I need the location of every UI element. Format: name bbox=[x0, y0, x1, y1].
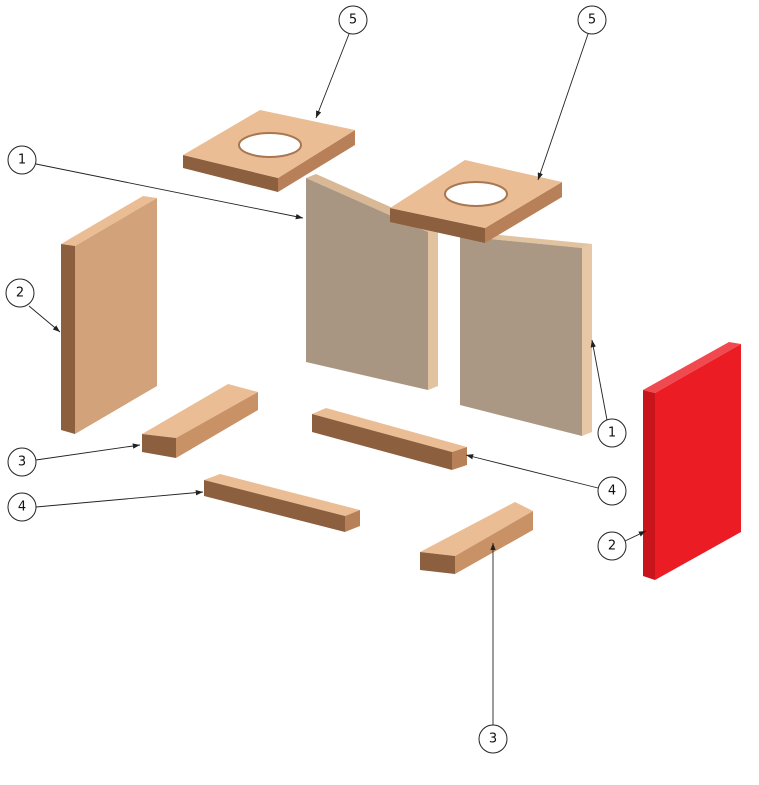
bottom-block-top bbox=[420, 502, 533, 556]
mid-left-panel-face bbox=[306, 178, 428, 390]
left-short-block bbox=[142, 384, 258, 458]
leader-top-left bbox=[315, 33, 350, 119]
left-rail-end bbox=[345, 510, 360, 532]
middle-rail-front bbox=[312, 414, 452, 470]
balloon-left-panel: 2 bbox=[5, 278, 35, 308]
balloon-label: 4 bbox=[18, 500, 26, 515]
top-plate-left-side bbox=[278, 130, 355, 192]
left-rail bbox=[204, 474, 360, 532]
red-panel-face bbox=[655, 344, 741, 580]
leader-left-rail bbox=[35, 489, 204, 508]
balloon-label: 3 bbox=[18, 455, 26, 470]
left-panel-side-edge bbox=[61, 244, 75, 434]
mid-right-panel-side-edge bbox=[582, 244, 592, 436]
leader-right-panel-one bbox=[590, 339, 608, 421]
left-panel-face bbox=[75, 198, 157, 434]
balloon-right-rail: 4 bbox=[597, 476, 627, 506]
mid-right-panel-face bbox=[460, 236, 582, 436]
top-plate-right bbox=[390, 160, 562, 243]
bottom-block-end bbox=[420, 552, 455, 574]
red-panel-side-edge bbox=[643, 390, 655, 580]
mid-left-panel-side-edge bbox=[428, 228, 438, 390]
leader-lines bbox=[28, 33, 647, 725]
balloon-top-right: 5 bbox=[577, 5, 607, 35]
balloon-label: 2 bbox=[608, 539, 616, 554]
balloon-red-panel: 2 bbox=[597, 531, 627, 561]
balloon-left-upper: 1 bbox=[7, 145, 37, 175]
balloon-label: 3 bbox=[489, 732, 497, 747]
middle-rail-end bbox=[452, 447, 467, 470]
balloon-label: 5 bbox=[588, 13, 596, 28]
middle-rail-top bbox=[312, 408, 467, 452]
middle-rail bbox=[312, 408, 467, 470]
left-rail-top bbox=[204, 474, 360, 516]
left-side-panel bbox=[61, 196, 157, 434]
leader-left-upper bbox=[35, 163, 304, 220]
balloon-left-block: 3 bbox=[7, 447, 37, 477]
leader-red-panel bbox=[624, 530, 647, 542]
top-plate-left-hole bbox=[238, 132, 302, 158]
red-side-panel bbox=[643, 342, 741, 580]
bottom-block-side bbox=[455, 511, 533, 574]
leader-left-block bbox=[35, 443, 141, 461]
balloon-label: 5 bbox=[349, 13, 357, 28]
balloon-right-panel-one: 1 bbox=[597, 418, 627, 448]
red-panel-top-edge bbox=[643, 342, 741, 393]
top-plate-right-side bbox=[485, 182, 562, 243]
middle-right-panel bbox=[460, 232, 592, 436]
top-plate-left-front bbox=[183, 155, 278, 192]
top-plate-right-hole bbox=[444, 181, 508, 207]
left-block-end bbox=[142, 434, 176, 458]
left-block-top bbox=[142, 384, 258, 438]
leader-right-rail bbox=[465, 454, 599, 489]
left-rail-front bbox=[204, 480, 345, 532]
leader-left-panel bbox=[28, 305, 61, 333]
balloon-label: 2 bbox=[16, 286, 24, 301]
balloon-label: 4 bbox=[608, 484, 616, 499]
balloon-left-rail: 4 bbox=[7, 492, 37, 522]
left-panel-top-edge bbox=[61, 196, 157, 246]
leader-top-right bbox=[537, 33, 589, 181]
balloon-label: 1 bbox=[18, 153, 26, 168]
left-block-side bbox=[176, 392, 258, 458]
bottom-short-block bbox=[420, 502, 533, 574]
top-plate-right-front bbox=[390, 208, 485, 243]
top-plate-left bbox=[183, 110, 355, 192]
balloon-top-left: 5 bbox=[338, 5, 368, 35]
balloon-label: 1 bbox=[608, 426, 616, 441]
balloon-bottom-block: 3 bbox=[478, 724, 508, 754]
